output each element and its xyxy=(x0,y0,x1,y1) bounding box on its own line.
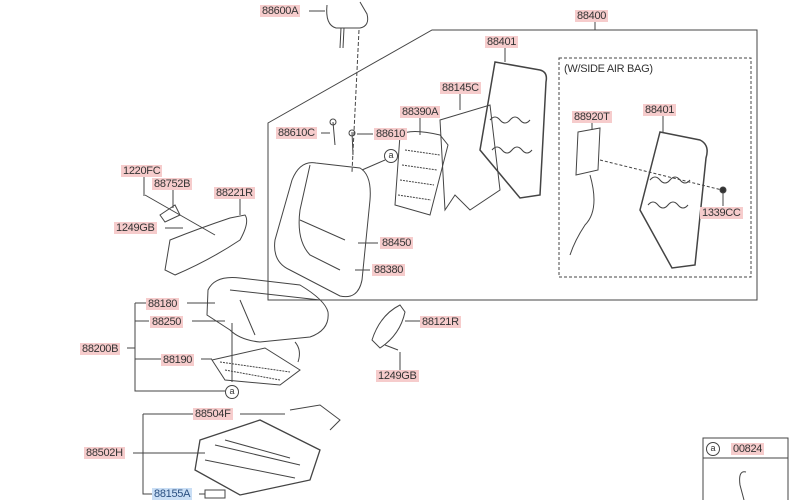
part-label-88250[interactable]: 88250 xyxy=(150,316,184,328)
side-airbag-note: (W/SIDE AIR BAG) xyxy=(564,63,653,75)
part-label-88504F[interactable]: 88504F xyxy=(193,408,233,420)
ref-marker-a: a xyxy=(706,442,720,456)
ref-marker-a: a xyxy=(225,385,239,399)
part-label-88221R[interactable]: 88221R xyxy=(214,187,255,199)
side-airbag-box xyxy=(558,57,752,278)
part-label-88600A[interactable]: 88600A xyxy=(260,5,301,17)
part-label-88180[interactable]: 88180 xyxy=(146,298,180,310)
part-label-88401[interactable]: 88401 xyxy=(485,36,519,48)
back-frame xyxy=(479,48,548,199)
part-label-1249GB[interactable]: 1249GB xyxy=(376,370,419,382)
headrest-drawing xyxy=(309,1,369,173)
part-label-1249GB[interactable]: 1249GB xyxy=(114,222,157,234)
group-bracket-88200B xyxy=(127,302,225,392)
part-label-00824[interactable]: 00824 xyxy=(731,443,765,455)
side-cover-left xyxy=(143,177,248,276)
part-label-88610[interactable]: 88610 xyxy=(374,128,408,140)
part-label-88121R[interactable]: 88121R xyxy=(420,316,461,328)
part-label-1339CC[interactable]: 1339CC xyxy=(700,207,743,219)
seatback-cover xyxy=(274,159,386,298)
side-cover-right xyxy=(371,304,420,370)
back-panel xyxy=(439,104,501,212)
part-label-88450[interactable]: 88450 xyxy=(380,237,414,249)
airbag-back-frame xyxy=(599,116,727,269)
seat-cushion xyxy=(187,277,329,343)
part-label-88752B[interactable]: 88752B xyxy=(152,178,193,190)
part-label-88190[interactable]: 88190 xyxy=(161,354,195,366)
part-label-88920T[interactable]: 88920T xyxy=(572,111,612,123)
cushion-mat xyxy=(201,323,301,386)
part-label-88145C[interactable]: 88145C xyxy=(440,82,481,94)
part-label-88401-airbag[interactable]: 88401 xyxy=(643,104,677,116)
part-label-88155A[interactable]: 88155A xyxy=(152,488,193,500)
airbag-module xyxy=(569,122,601,256)
group-bracket-88502H xyxy=(133,413,205,495)
guide-pins xyxy=(321,118,373,156)
part-label-1220FC[interactable]: 1220FC xyxy=(121,165,163,177)
part-label-88380[interactable]: 88380 xyxy=(372,264,406,276)
ref-box-00824 xyxy=(702,437,789,500)
part-label-88390A[interactable]: 88390A xyxy=(400,106,441,118)
assembly-box-88400 xyxy=(267,29,758,301)
ref-marker-a: a xyxy=(384,149,398,163)
part-label-88610C[interactable]: 88610C xyxy=(276,127,317,139)
part-label-88400[interactable]: 88400 xyxy=(575,10,609,22)
seat-track xyxy=(194,404,341,499)
part-label-88502H[interactable]: 88502H xyxy=(84,447,125,459)
part-label-88200B[interactable]: 88200B xyxy=(80,343,121,355)
